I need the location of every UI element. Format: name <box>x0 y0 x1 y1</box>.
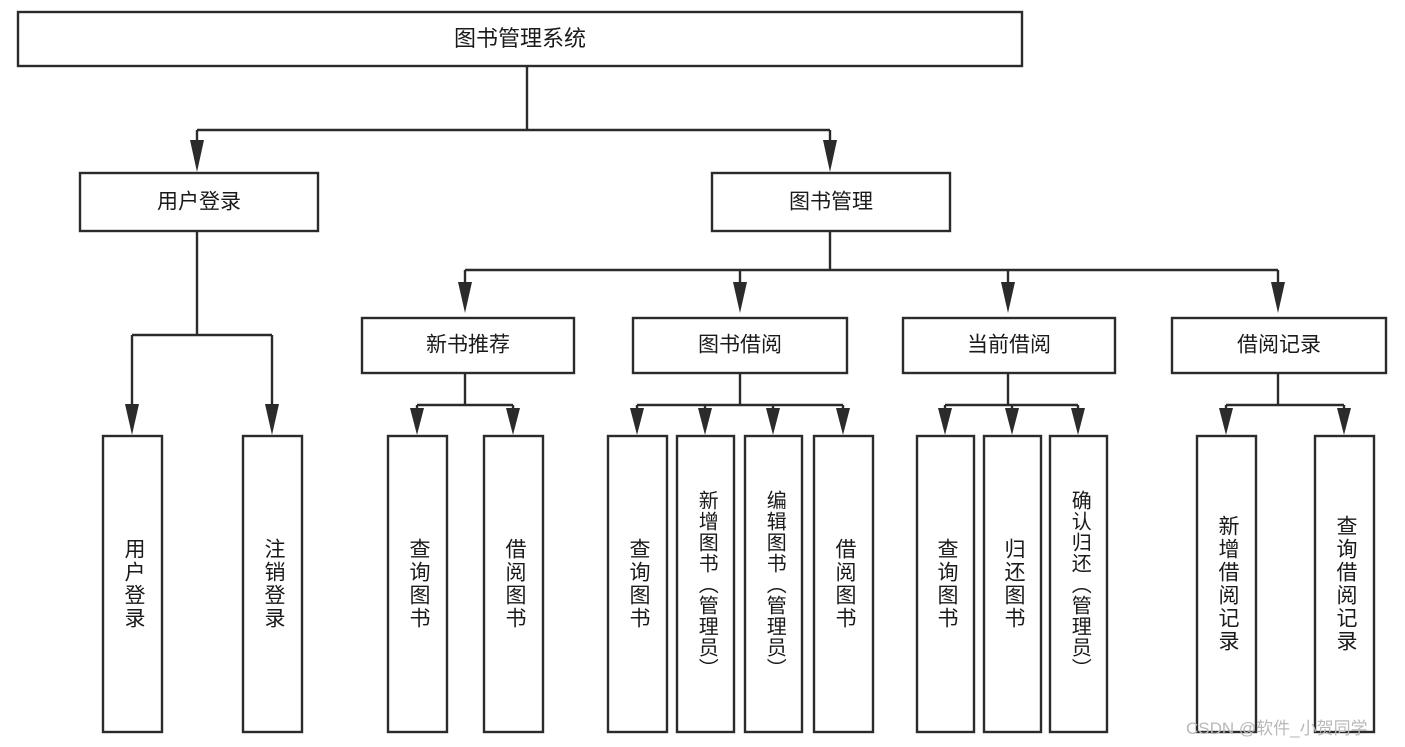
node-leaf-query-book-3-box[interactable] <box>915 434 976 734</box>
node-leaf-borrow-book-2-box[interactable] <box>812 434 875 734</box>
arrow-to-leaf-query-book-2 <box>630 408 644 435</box>
leaf-label-confirm-return: 确认归还（管理员） <box>1068 489 1091 679</box>
node-layer: 图书管理系统 用户登录 图书管理 新书推荐 图书借阅 当前借阅 借阅记录 <box>16 10 1388 734</box>
arrow-to-user-login <box>190 140 204 172</box>
leaf-label-borrow-book-1: 借阅图书 <box>502 538 526 630</box>
node-user-login-box[interactable] <box>78 171 320 233</box>
arrow-to-leaf-query-book-3 <box>938 408 952 435</box>
leaf-label-user-login: 用户登录 <box>121 538 145 630</box>
node-current-borrow-box[interactable] <box>901 316 1117 375</box>
leaf-label-edit-book: 编辑图书（管理员） <box>763 489 786 679</box>
arrow-to-leaf-query-record <box>1337 408 1351 435</box>
arrow-to-leaf-borrow-book-1 <box>506 408 520 435</box>
node-root-box[interactable] <box>16 10 1024 68</box>
leaf-label-query-book-2: 查询图书 <box>626 538 650 630</box>
node-leaf-query-book-2-box[interactable] <box>606 434 669 734</box>
arrow-to-leaf-confirm-return <box>1071 408 1085 435</box>
node-new-book-recommend-label: 新书推荐 <box>426 334 510 357</box>
node-current-borrow-label: 当前借阅 <box>967 334 1051 357</box>
arrow-to-book-manage <box>823 140 837 172</box>
leaf-label-query-record: 查询借阅记录 <box>1333 515 1357 653</box>
node-borrow-record-label: 借阅记录 <box>1237 334 1321 357</box>
arrow-to-current-borrow <box>1001 282 1015 313</box>
arrow-to-leaf-user-login <box>125 404 139 435</box>
node-leaf-confirm-return-box[interactable] <box>1048 434 1109 734</box>
leaf-label-logout-login: 注销登录 <box>261 538 285 630</box>
node-leaf-add-record-box[interactable] <box>1195 434 1258 734</box>
arrow-to-leaf-edit-book <box>766 408 780 435</box>
node-leaf-query-book-1-box[interactable] <box>386 434 449 734</box>
leaf-label-return-book: 归还图书 <box>1001 538 1025 630</box>
node-leaf-borrow-book-1-box[interactable] <box>482 434 545 734</box>
node-new-book-recommend-box[interactable] <box>360 316 576 375</box>
node-book-borrow-box[interactable] <box>631 316 849 375</box>
node-root-label: 图书管理系统 <box>454 26 586 51</box>
node-user-login-label: 用户登录 <box>157 191 241 214</box>
arrow-to-leaf-return-book <box>1005 408 1019 435</box>
node-leaf-edit-book-box[interactable] <box>743 434 804 734</box>
arrow-to-leaf-query-book-1 <box>410 408 424 435</box>
leaf-label-query-book-3: 查询图书 <box>934 538 958 630</box>
leaf-label-add-record: 新增借阅记录 <box>1215 515 1239 653</box>
arrow-to-leaf-borrow-book-2 <box>836 408 850 435</box>
csdn-watermark: CSDN @软件_小贺同学 <box>1186 719 1368 738</box>
arrow-to-borrow-record <box>1271 282 1285 313</box>
arrow-to-leaf-add-record <box>1219 408 1233 435</box>
node-book-borrow-label: 图书借阅 <box>698 334 782 357</box>
arrow-to-book-borrow <box>733 282 747 313</box>
node-borrow-record-box[interactable] <box>1170 316 1388 375</box>
leaf-label-add-book: 新增图书（管理员） <box>695 489 718 679</box>
node-leaf-query-record-box[interactable] <box>1313 434 1376 734</box>
leaf-label-borrow-book-2: 借阅图书 <box>832 538 856 630</box>
leaf-label-query-book-1: 查询图书 <box>406 538 430 630</box>
arrow-to-leaf-add-book <box>698 408 712 435</box>
node-leaf-user-login-box[interactable] <box>101 434 164 734</box>
node-book-manage-box[interactable] <box>710 171 952 233</box>
arrow-to-leaf-logout-login <box>265 404 279 435</box>
arrow-to-new-book-recommend <box>458 282 472 313</box>
node-book-manage-label: 图书管理 <box>789 191 873 214</box>
node-leaf-return-book-box[interactable] <box>982 434 1043 734</box>
node-leaf-logout-login-box[interactable] <box>241 434 304 734</box>
node-leaf-add-book-box[interactable] <box>675 434 736 734</box>
connector-layer <box>125 66 1351 435</box>
